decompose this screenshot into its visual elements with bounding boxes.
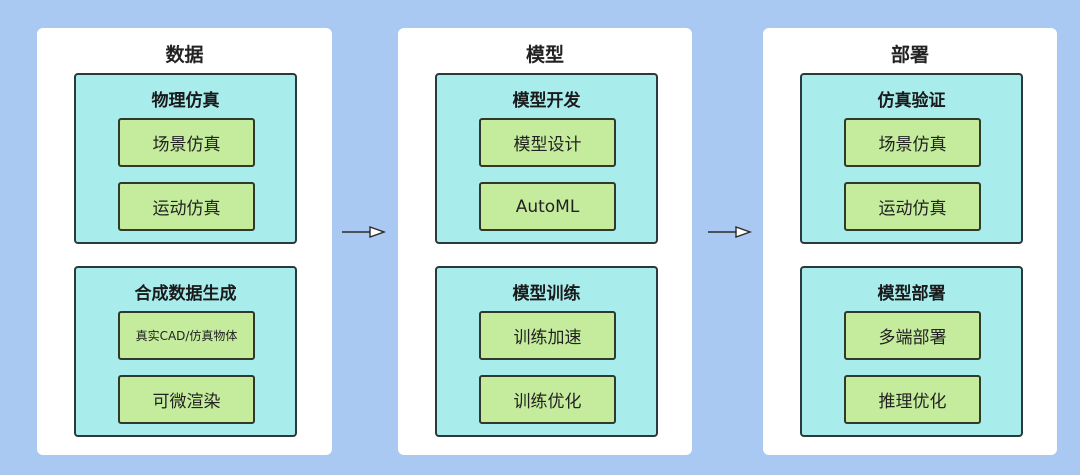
group-title: 物理仿真: [151, 91, 220, 111]
group-title: 合成数据生成: [134, 284, 237, 304]
group-physics-simulation: 物理仿真 场景仿真 运动仿真: [74, 73, 297, 244]
column-deployment: 部署 仿真验证 场景仿真 运动仿真 模型部署 多端部署 推理优化: [763, 28, 1057, 455]
item-automl: AutoML: [479, 182, 616, 231]
group-model-deployment: 模型部署 多端部署 推理优化: [800, 266, 1023, 437]
column-data: 数据 物理仿真 场景仿真 运动仿真 合成数据生成 真实CAD/仿真物体 可微渲染: [37, 28, 332, 455]
group-title: 模型部署: [877, 284, 946, 304]
item-scene-simulation: 场景仿真: [118, 118, 255, 167]
group-title: 模型训练: [512, 284, 581, 304]
item-training-acceleration: 训练加速: [479, 311, 616, 360]
column-title: 数据: [165, 44, 204, 66]
group-synthetic-data-generation: 合成数据生成 真实CAD/仿真物体 可微渲染: [74, 266, 297, 437]
item-motion-simulation: 运动仿真: [844, 182, 981, 231]
column-title: 部署: [890, 44, 929, 66]
group-simulation-validation: 仿真验证 场景仿真 运动仿真: [800, 73, 1023, 244]
item-differentiable-rendering: 可微渲染: [118, 375, 255, 424]
item-motion-simulation: 运动仿真: [118, 182, 255, 231]
column-title: 模型: [525, 44, 564, 66]
group-model-training: 模型训练 训练加速 训练优化: [435, 266, 658, 437]
arrow-right-icon: [342, 226, 387, 238]
arrow-right-icon: [708, 226, 753, 238]
item-multi-platform-deployment: 多端部署: [844, 311, 981, 360]
item-scene-simulation: 场景仿真: [844, 118, 981, 167]
group-title: 模型开发: [512, 91, 581, 111]
item-training-optimization: 训练优化: [479, 375, 616, 424]
item-inference-optimization: 推理优化: [844, 375, 981, 424]
item-model-design: 模型设计: [479, 118, 616, 167]
group-title: 仿真验证: [877, 91, 946, 111]
group-model-development: 模型开发 模型设计 AutoML: [435, 73, 658, 244]
column-model: 模型 模型开发 模型设计 AutoML 模型训练 训练加速 训练优化: [398, 28, 692, 455]
item-real-cad-simulated-objects: 真实CAD/仿真物体: [118, 311, 255, 360]
